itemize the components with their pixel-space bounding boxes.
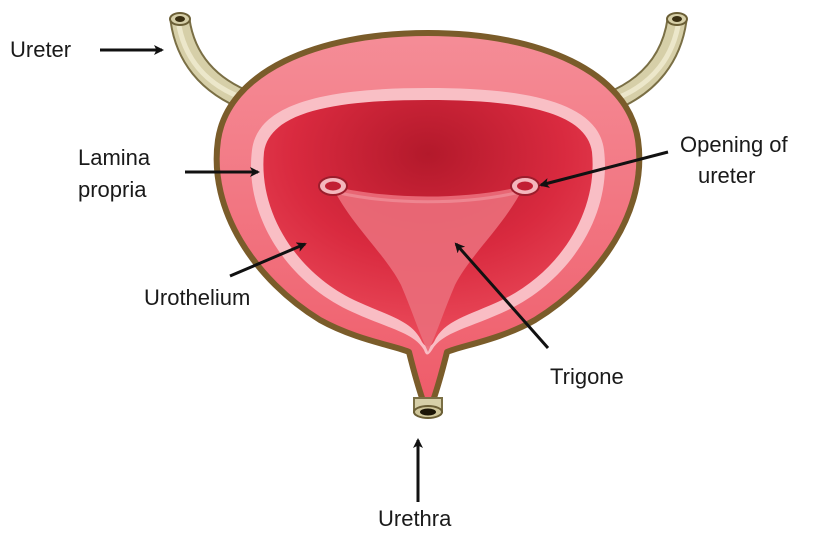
label-trigone: Trigone bbox=[550, 364, 624, 390]
label-opening-line1: Opening of bbox=[680, 132, 788, 158]
right-ureter bbox=[610, 13, 687, 102]
label-lamina-propria-line1: Lamina bbox=[78, 145, 150, 171]
label-urethra: Urethra bbox=[378, 506, 451, 532]
left-ureter-opening bbox=[319, 177, 347, 195]
label-lamina-propria-line2: propria bbox=[78, 177, 146, 203]
label-ureter: Ureter bbox=[10, 37, 71, 63]
right-ureter-opening bbox=[511, 177, 539, 195]
left-ureter bbox=[170, 13, 250, 102]
urethra-opening bbox=[414, 398, 442, 418]
label-opening-line2: ureter bbox=[698, 163, 755, 189]
label-urothelium: Urothelium bbox=[144, 285, 250, 311]
